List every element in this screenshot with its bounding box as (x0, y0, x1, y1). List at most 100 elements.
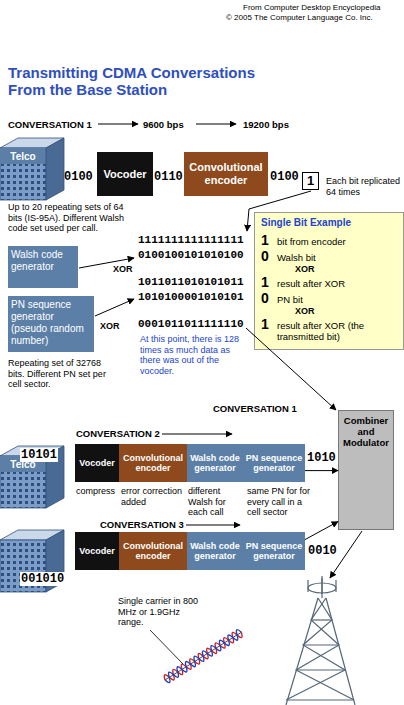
walsh-generator-box: Walsh code generator (187, 444, 243, 482)
bit-row: 1111111111111111 (138, 234, 244, 246)
wave-red (163, 628, 244, 683)
bit-stream: 0010 (308, 544, 337, 558)
vocoder-box: Vocoder (97, 152, 153, 196)
flow-arrow (162, 434, 232, 435)
bit-stream: 001010 (20, 572, 65, 586)
side-wall (46, 138, 64, 200)
annotation: Each bit replicated 64 times (326, 176, 402, 197)
box-text: 1 (303, 173, 318, 189)
telco-building-label: Telco (0, 148, 46, 198)
stage-note: compress (76, 486, 115, 497)
tower-brace (286, 598, 345, 700)
box-text-group: Telco (0, 151, 46, 163)
flow-connector (305, 522, 338, 540)
vocoder-box: Vocoder (75, 532, 119, 570)
operator-label: XOR (100, 321, 120, 331)
bit-row: 0001011011111110 (138, 318, 244, 330)
antenna-element (321, 578, 322, 594)
operator-label: XOR (295, 264, 315, 274)
box-text-group: Convolutional encoder (120, 453, 186, 473)
box-text: Walsh code generator (188, 453, 242, 473)
box-text-group: PN sequence generator (244, 541, 304, 561)
box-text-group: Walsh code generator (11, 249, 75, 273)
facade (0, 456, 46, 508)
pn-generator-box: PN sequence generator (243, 444, 305, 482)
tower-rung (287, 699, 354, 700)
box-text-group: 1 (303, 173, 318, 189)
box-text: Combiner and Modulator (340, 415, 392, 448)
roof (0, 530, 64, 540)
callout-heading: Single Bit Example (261, 217, 351, 229)
walsh-generator-box: Walsh code generator (8, 246, 78, 288)
stage-note: same PN for for every call in a cell sec… (247, 486, 317, 518)
conversation-label: CONVERSATION 1 (8, 119, 92, 130)
box-text: Convolutional encoder (186, 161, 266, 187)
operator-label: XOR (295, 306, 315, 316)
facade (0, 148, 46, 200)
box-text: PN sequence generator (244, 453, 304, 473)
annotation: At this point, there is 128 times as muc… (140, 334, 246, 376)
box-text: Vocoder (79, 458, 114, 468)
stage-note: different Walsh for each call (188, 486, 246, 518)
bit-caption: result after XOR (the transmitted bit) (277, 320, 399, 342)
bit-rate: 19200 bps (243, 119, 289, 130)
tower-leg (286, 598, 318, 705)
encoder-box: Convolutional encoder (119, 532, 187, 570)
wave-blue (163, 628, 244, 683)
box-text: PN sequence generator (244, 541, 304, 561)
box-text-group: PN sequence generator (244, 453, 304, 473)
vocoder-box: Vocoder (75, 444, 119, 482)
antenna-tower (286, 576, 355, 705)
telco-building-label: Telco (0, 456, 46, 496)
antenna-element (335, 580, 336, 592)
pn-generator-box: PN sequence generator (243, 532, 305, 570)
bit-stream: 0100 (64, 170, 93, 184)
encoder-box: Convolutional encoder (119, 444, 187, 482)
box-text: Convolutional encoder (120, 453, 186, 473)
flow-arrow (196, 124, 236, 125)
tower-mast (321, 576, 322, 598)
flow-arrow (95, 299, 134, 316)
bit-stream: 1010 (307, 451, 336, 465)
bit-caption: PN bit (277, 294, 303, 305)
box-text-group: Combiner and Modulator (340, 415, 392, 448)
box-text-group: Vocoder (103, 168, 146, 181)
box-text-group: PN sequence generator (pseudo random num… (11, 299, 91, 347)
tower-rung (296, 669, 345, 670)
roof (0, 138, 64, 148)
flow-connector (305, 470, 338, 471)
bit-caption: Walsh bit (277, 252, 316, 263)
box-text-group: Convolutional encoder (120, 541, 186, 561)
tower-leg (326, 598, 355, 705)
box-text: Convolutional encoder (120, 541, 186, 561)
box-text: Walsh code generator (11, 249, 75, 273)
box-text: Telco (0, 151, 46, 163)
tower-rung (303, 644, 339, 645)
source-note: From Computer Desktop Encyclopedia (243, 3, 380, 12)
sign-band (0, 148, 46, 164)
annotation: Up to 20 repeating sets of 64 bits (IS-9… (8, 202, 134, 234)
combiner-box: Combiner and Modulator (338, 410, 394, 530)
leader-line (150, 630, 183, 664)
box-text-group: Walsh code generator (188, 453, 242, 473)
tower-rung (311, 619, 332, 620)
bit-stream: 0100 (270, 170, 299, 184)
annotation: Single carrier in 800 MHz or 1.9GHz rang… (118, 596, 200, 628)
wave-axis (165, 632, 241, 680)
bit-box: 1 (302, 172, 319, 190)
conversation-label: CONVERSATION 1 (213, 403, 297, 414)
bit-row: 0100100101010100 (138, 249, 244, 261)
antenna-element (307, 580, 308, 592)
flow-arrow (98, 124, 138, 125)
copyright-note: © 2005 The Computer Language Co. Inc. (226, 13, 373, 22)
conversation-label: CONVERSATION 3 (100, 519, 184, 530)
example-callout: Single Bit Example1bit from encoder0Wals… (254, 212, 404, 350)
box-text: PN sequence generator (pseudo random num… (11, 299, 91, 347)
bit-rate: 9600 bps (143, 119, 184, 130)
bit-stream: 10101 (20, 448, 58, 462)
stage-note: error correction added (121, 486, 185, 507)
box-text: Vocoder (79, 546, 114, 556)
encoder-box: Convolutional encoder (184, 152, 268, 196)
walsh-generator-box: Walsh code generator (187, 532, 243, 570)
